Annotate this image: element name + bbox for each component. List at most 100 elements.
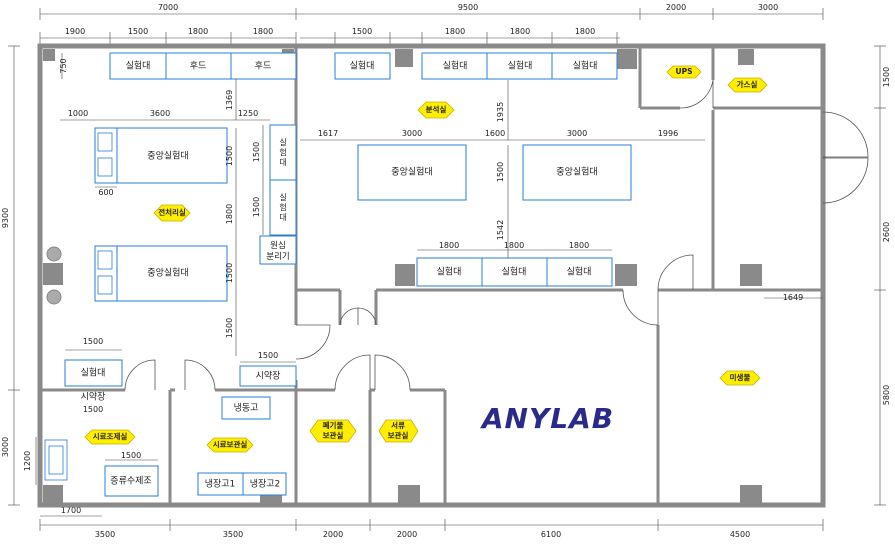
dim-bottom-3500a: 3500 xyxy=(95,530,115,539)
center-bench-1: 중앙실험대 xyxy=(147,150,188,162)
room-ups: UPS xyxy=(676,67,693,76)
bench-top-7: 실험대 xyxy=(573,61,598,72)
dim-1600: 1600 xyxy=(485,129,505,138)
dim-right-5800: 5800 xyxy=(882,385,891,405)
mid-bench-1: 실험대 xyxy=(437,267,462,278)
dim-1800-b: 1800 xyxy=(504,241,524,250)
pretreat-center-benches xyxy=(64,124,297,387)
room-analysis: 분석실 xyxy=(426,104,447,114)
bench-top-5: 실험대 xyxy=(443,61,468,72)
dim-bottom-3500b: 3500 xyxy=(223,530,243,539)
dim-top2-1500b: 1500 xyxy=(352,27,372,36)
center-bench-3: 중앙실험대 xyxy=(391,166,432,178)
reagent-cabinet-2: 시약장 xyxy=(81,391,106,403)
dim-1500-g: 1500 xyxy=(258,351,278,360)
dim-1500-a: 1500 xyxy=(225,146,234,166)
dim-bottom-2000b: 2000 xyxy=(397,530,417,539)
dim-1935: 1935 xyxy=(496,102,505,122)
dim-1800-a: 1800 xyxy=(439,241,459,250)
dim-750: 750 xyxy=(59,58,68,73)
anylab-logo: ANYLAB xyxy=(480,402,614,435)
center-bench-4: 중앙실험대 xyxy=(556,166,597,178)
dim-top-7000: 7000 xyxy=(158,3,178,12)
dim-1500-f: 1500 xyxy=(83,337,103,346)
dim-bottom-2000a: 2000 xyxy=(323,530,343,539)
analysis-benches xyxy=(357,144,632,287)
dim-3000-b: 3000 xyxy=(567,129,587,138)
dimension-lines-top xyxy=(39,8,824,44)
sink-circle-2 xyxy=(46,289,62,305)
mid-bench-2: 실험대 xyxy=(502,267,527,278)
dim-1542: 1542 xyxy=(496,220,505,240)
hood-2: 후드 xyxy=(255,61,272,72)
dim-top2-1800e: 1800 xyxy=(575,27,595,36)
dim-top2-1500a: 1500 xyxy=(128,27,148,36)
doors xyxy=(124,79,869,391)
dim-bottom-4500: 4500 xyxy=(730,530,750,539)
dim-1000: 1000 xyxy=(68,109,88,118)
dimension-lines-bottom xyxy=(39,515,824,531)
inner-dim-lines xyxy=(60,53,823,461)
fridge-1: 냉장고1 xyxy=(205,479,236,490)
distilled-water-unit: 증류수제조 xyxy=(110,476,151,487)
reagent-cabinet-1: 시약장 xyxy=(256,370,281,382)
hood-1: 후드 xyxy=(190,61,207,72)
sink-icons xyxy=(44,132,113,481)
dim-1500-c: 1500 xyxy=(225,318,234,338)
room-gas: 가스실 xyxy=(737,79,758,89)
dim-right-2600: 2600 xyxy=(882,222,891,242)
room-sample-store: 시료보관실 xyxy=(213,439,248,449)
room-tags xyxy=(84,65,768,453)
fridge-2: 냉장고2 xyxy=(250,479,281,490)
logo-text: ANYLAB xyxy=(480,402,614,435)
dim-1700: 1700 xyxy=(61,506,81,515)
dim-top2-1900: 1900 xyxy=(65,27,85,36)
dim-1800-c: 1800 xyxy=(569,241,589,250)
dim-1500-j: 1500 xyxy=(121,451,141,460)
dim-top2-1800c: 1800 xyxy=(445,27,465,36)
dim-top-2000: 2000 xyxy=(666,3,686,12)
bench-top-4: 실험대 xyxy=(350,61,375,72)
dim-3000-a: 3000 xyxy=(402,129,422,138)
dim-3600: 3600 xyxy=(150,109,170,118)
dim-top2-1800d: 1800 xyxy=(510,27,530,36)
bench-top-1: 실험대 xyxy=(126,61,151,72)
dim-600: 600 xyxy=(98,188,113,197)
dim-1500-b: 1500 xyxy=(225,263,234,283)
dim-top-3000: 3000 xyxy=(758,3,778,12)
room-pretreat: 전처리실 xyxy=(158,207,186,217)
dim-1500-h: 1500 xyxy=(496,162,505,182)
dim-left-3000: 3000 xyxy=(1,437,10,457)
dim-top2-1800b: 1800 xyxy=(253,27,273,36)
bench-top-row xyxy=(109,52,618,80)
dim-1996: 1996 xyxy=(658,129,678,138)
center-bench-2: 중앙실험대 xyxy=(147,267,188,279)
dim-right-1500: 1500 xyxy=(882,67,891,87)
dim-1500-d: 1500 xyxy=(252,142,261,162)
storage-units xyxy=(104,396,287,497)
dim-1250: 1250 xyxy=(238,109,258,118)
dim-1500-e: 1500 xyxy=(252,197,261,217)
dim-left-1200: 1200 xyxy=(23,451,32,471)
room-sample-prep: 시료조제실 xyxy=(93,431,128,441)
dim-top2-1800a: 1800 xyxy=(188,27,208,36)
bench-top-6: 실험대 xyxy=(508,61,533,72)
dim-1500-i: 1500 xyxy=(83,405,103,414)
walls xyxy=(37,43,826,508)
dim-1617: 1617 xyxy=(318,129,338,138)
dim-1800-v: 1800 xyxy=(225,204,234,224)
bench-small: 실험대 xyxy=(81,368,106,379)
mid-bench-3: 실험대 xyxy=(567,267,592,278)
dim-left-9300: 9300 xyxy=(1,208,10,228)
freezer: 냉동고 xyxy=(234,403,259,414)
dim-bottom-6100: 6100 xyxy=(541,530,561,539)
dim-top-9500: 9500 xyxy=(458,3,478,12)
sink-circle-1 xyxy=(46,246,62,262)
dim-1649: 1649 xyxy=(783,293,803,302)
